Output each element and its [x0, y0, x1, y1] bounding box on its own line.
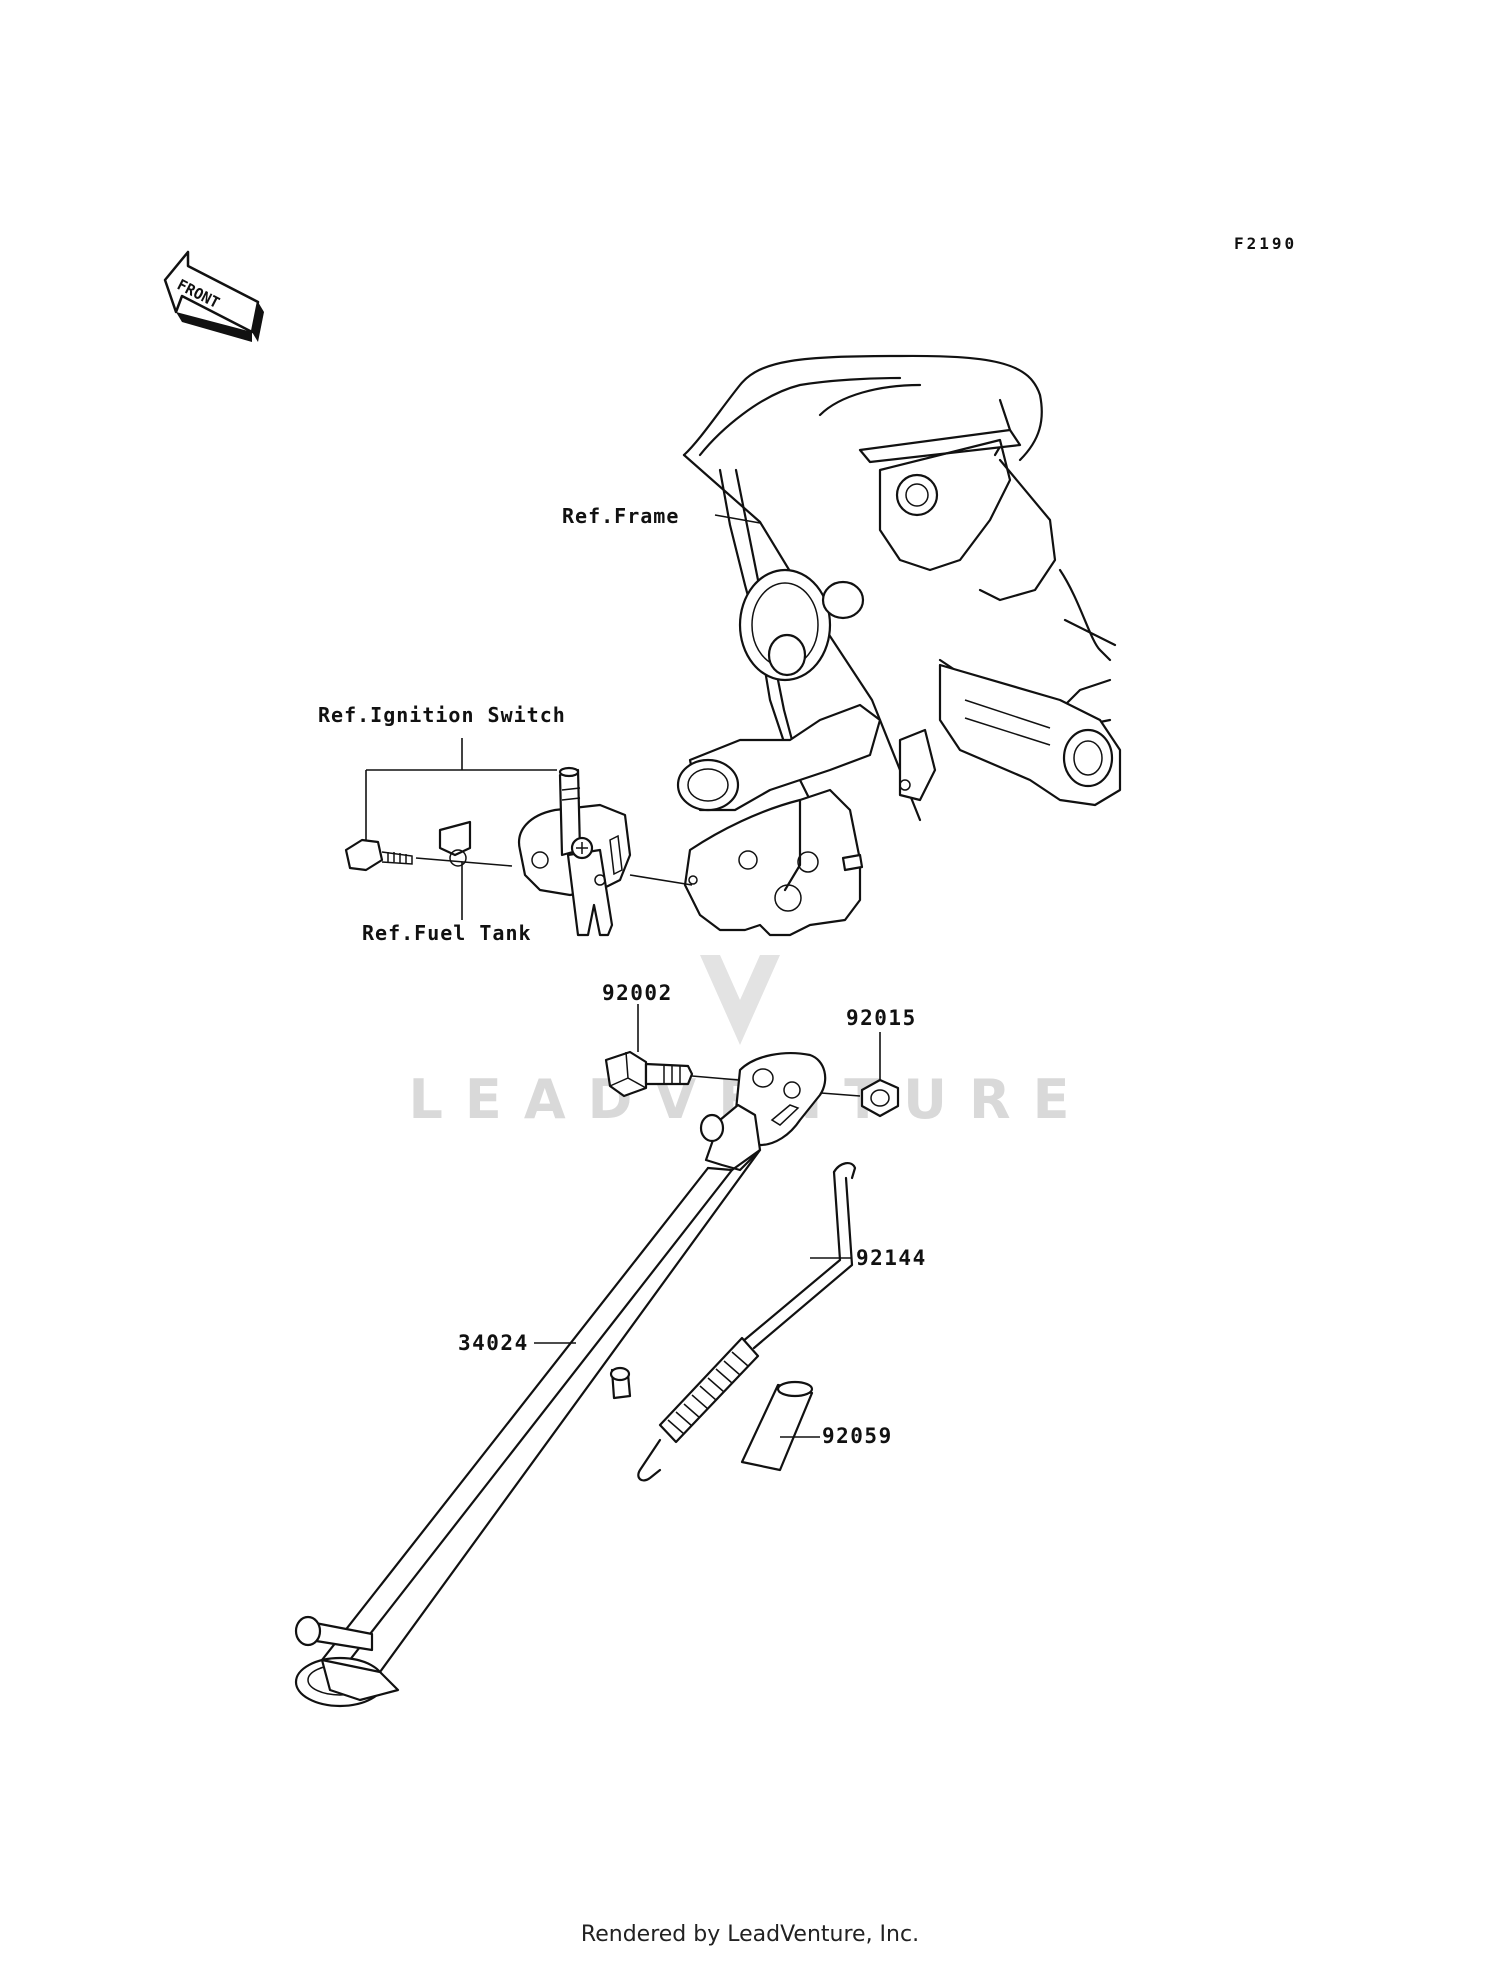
bolt-92002	[604, 1004, 763, 1098]
part-92144-label: 92144	[856, 1246, 927, 1270]
part-92015-label: 92015	[846, 1006, 917, 1030]
ref-ignition-switch-label: Ref.Ignition Switch	[318, 703, 566, 727]
part-34024-label: 34024	[458, 1331, 529, 1355]
frame-drawing	[676, 354, 1122, 937]
ignition-switch-drawing	[344, 738, 693, 937]
footer-credit: Rendered by LeadVenture, Inc.	[580, 1922, 920, 1947]
front-arrow-icon: FRONT	[163, 250, 264, 342]
ref-frame-label: Ref.Frame	[562, 504, 679, 528]
side-stand-34024	[294, 1052, 827, 1708]
diagram-code: F2190	[1234, 234, 1297, 253]
part-92002-label: 92002	[602, 981, 673, 1005]
collar-92059	[740, 1380, 820, 1472]
ref-fuel-tank-label: Ref.Fuel Tank	[362, 921, 532, 945]
part-92059-label: 92059	[822, 1424, 893, 1448]
spring-92144	[637, 1162, 857, 1482]
